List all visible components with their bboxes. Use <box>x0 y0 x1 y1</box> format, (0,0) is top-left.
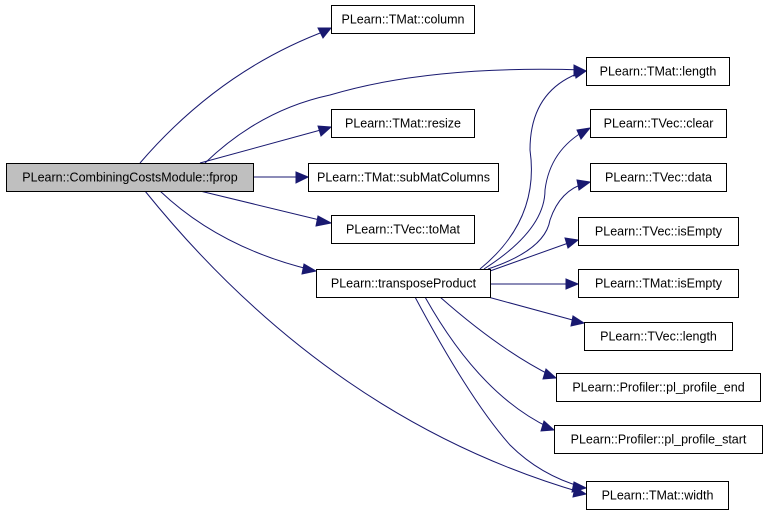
edge-transposeProduct-to-width <box>414 296 588 493</box>
node-box[interactable] <box>6 163 254 192</box>
edge-line <box>144 190 584 494</box>
arrowhead <box>571 481 588 493</box>
arrowhead <box>576 179 592 191</box>
edge-transposeProduct-to-vlength <box>487 296 586 327</box>
arrowhead <box>565 278 580 290</box>
node-column[interactable]: PLearn::TMat::column <box>331 5 475 34</box>
edge-line <box>424 296 551 429</box>
node-fprop[interactable]: PLearn::CombiningCostsModule::fprop <box>6 163 254 192</box>
edge-transposeProduct-to-misEmpty <box>490 278 580 290</box>
edge-transposeProduct-to-profStart <box>424 296 556 432</box>
node-label: PLearn::TMat::width <box>602 489 714 503</box>
node-box[interactable] <box>331 109 475 138</box>
node-transposeProduct[interactable]: PLearn::transposeProduct <box>316 269 491 298</box>
node-box[interactable] <box>331 215 475 244</box>
node-label: PLearn::TMat::column <box>342 13 465 27</box>
node-box[interactable] <box>586 481 729 510</box>
node-vlength[interactable]: PLearn::TVec::length <box>584 322 733 351</box>
node-label: PLearn::TVec::isEmpty <box>595 225 723 239</box>
edge-layer <box>139 27 592 498</box>
edge-line <box>483 129 587 270</box>
node-data[interactable]: PLearn::TVec::data <box>590 163 727 192</box>
node-box[interactable] <box>590 163 727 192</box>
node-clear[interactable]: PLearn::TVec::clear <box>590 109 727 138</box>
arrowhead <box>317 27 333 39</box>
node-box[interactable] <box>584 322 733 351</box>
node-label: PLearn::TVec::length <box>600 330 717 344</box>
edge-line <box>414 296 583 488</box>
node-visEmpty[interactable]: PLearn::TVec::isEmpty <box>578 217 739 246</box>
arrowhead <box>315 215 333 227</box>
arrowhead <box>570 315 586 327</box>
node-label: PLearn::TVec::toMat <box>346 223 460 237</box>
node-box[interactable] <box>586 57 730 86</box>
edge-line <box>204 68 585 164</box>
arrowhead <box>540 420 556 432</box>
node-box[interactable] <box>308 163 499 192</box>
edge-fprop-to-subMatColumns <box>253 171 310 184</box>
node-box[interactable] <box>590 109 727 138</box>
node-box[interactable] <box>316 269 491 298</box>
edge-line <box>489 240 575 272</box>
node-width[interactable]: PLearn::TMat::width <box>586 481 729 510</box>
edge-line <box>199 190 329 223</box>
node-label: PLearn::TVec::clear <box>604 117 714 131</box>
node-toMat[interactable]: PLearn::TVec::toMat <box>331 215 475 244</box>
node-label: PLearn::TMat::isEmpty <box>595 277 723 291</box>
node-box[interactable] <box>578 217 739 246</box>
edge-transposeProduct-to-mlength <box>479 67 588 270</box>
edge-line <box>487 296 581 323</box>
edge-line <box>479 71 583 270</box>
node-misEmpty[interactable]: PLearn::TMat::isEmpty <box>578 269 739 298</box>
node-box[interactable] <box>556 373 761 402</box>
edge-transposeProduct-to-clear <box>483 127 592 270</box>
edge-line <box>439 296 553 377</box>
node-profStart[interactable]: PLearn::Profiler::pl_profile_start <box>554 425 763 454</box>
arrowhead <box>301 263 318 275</box>
node-box[interactable] <box>578 269 739 298</box>
edge-fprop-to-resize <box>199 125 333 164</box>
node-label: PLearn::Profiler::pl_profile_start <box>571 433 747 447</box>
node-label: PLearn::TMat::length <box>600 65 717 79</box>
node-mlength[interactable]: PLearn::TMat::length <box>586 57 730 86</box>
node-subMatColumns[interactable]: PLearn::TMat::subMatColumns <box>308 163 499 192</box>
node-profEnd[interactable]: PLearn::Profiler::pl_profile_end <box>556 373 761 402</box>
edge-transposeProduct-to-profEnd <box>439 296 558 380</box>
arrowhead <box>564 237 580 249</box>
edge-fprop-to-transposeProduct <box>159 190 318 275</box>
node-label: PLearn::Profiler::pl_profile_end <box>572 381 744 395</box>
node-label: PLearn::transposeProduct <box>331 277 477 291</box>
edge-line <box>159 190 313 271</box>
edge-line <box>139 29 329 164</box>
edge-line <box>487 182 587 270</box>
arrowhead <box>576 127 592 140</box>
node-box[interactable] <box>554 425 763 454</box>
node-label: PLearn::CombiningCostsModule::fprop <box>22 171 237 185</box>
edge-line <box>199 127 329 164</box>
edge-transposeProduct-to-visEmpty <box>489 237 580 272</box>
arrowhead <box>542 368 558 380</box>
node-resize[interactable]: PLearn::TMat::resize <box>331 109 475 138</box>
edge-fprop-to-toMat <box>199 190 333 227</box>
arrowhead <box>573 67 588 79</box>
edge-transposeProduct-to-data <box>487 179 592 270</box>
node-label: PLearn::TVec::data <box>605 171 712 185</box>
edge-fprop-to-column <box>139 27 333 164</box>
node-layer: PLearn::CombiningCostsModule::fpropPLear… <box>6 5 763 510</box>
arrowhead <box>295 171 310 184</box>
arrowhead <box>317 125 333 137</box>
node-label: PLearn::TMat::subMatColumns <box>317 171 490 185</box>
node-label: PLearn::TMat::resize <box>345 117 461 131</box>
node-box[interactable] <box>331 5 475 34</box>
